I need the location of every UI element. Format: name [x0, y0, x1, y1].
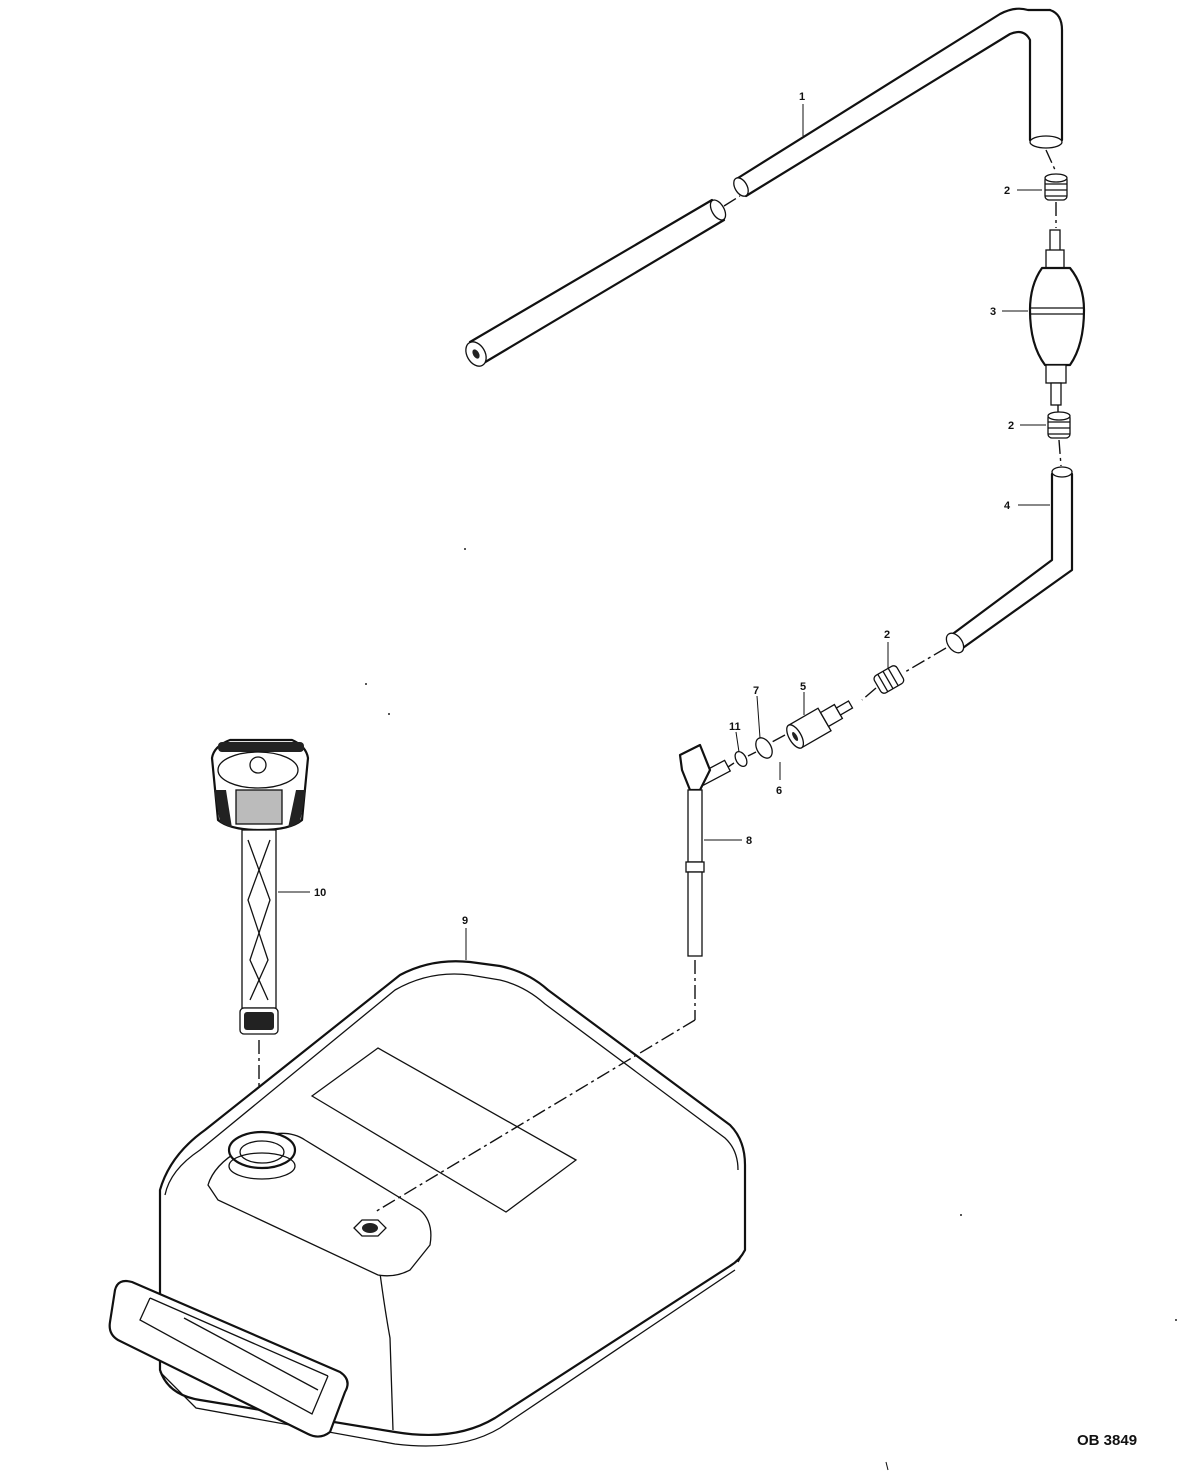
alignment-lines: [727, 149, 1062, 768]
part-2-hose-clamp-upper: [1044, 173, 1068, 201]
callout-part-2-middle: 2: [1008, 420, 1014, 432]
scan-specks: [365, 548, 1177, 1471]
part-2-hose-clamp-lower: [873, 665, 905, 694]
part-2-hose-clamp-middle: [1047, 411, 1071, 439]
callout-part-10: 10: [314, 887, 326, 899]
callout-part-1: 1: [799, 91, 805, 103]
callout-part-4: 4: [1004, 500, 1011, 512]
callout-labels: 1 2 3 2 4 2 5 7 11 6 8 10 9: [314, 91, 1014, 927]
callout-part-3: 3: [990, 306, 996, 318]
callout-part-2-upper: 2: [1004, 185, 1010, 197]
part-9-fuel-tank: [108, 960, 747, 1447]
diagram-code: OB 3849: [1077, 1432, 1137, 1449]
part-3-primer-bulb: [1028, 229, 1086, 406]
part-7-o-ring: [755, 737, 773, 759]
part-8-fuel-pickup: [678, 743, 732, 957]
part-10-fuel-gauge: [210, 738, 310, 1160]
part-11-washer: [734, 750, 748, 768]
callout-part-11: 11: [729, 721, 741, 733]
part-1-fuel-hose: [465, 7, 1064, 367]
callout-part-2-lower: 2: [884, 629, 890, 641]
part-4-bent-hose: [945, 466, 1074, 654]
part-5-fuel-connector: [786, 700, 854, 749]
leader-lines: [278, 104, 1050, 960]
callout-part-8: 8: [746, 835, 752, 847]
callout-part-5: 5: [800, 681, 806, 693]
callout-part-6: 6: [776, 785, 782, 797]
callout-part-7: 7: [753, 685, 759, 697]
callout-part-9: 9: [462, 915, 468, 927]
